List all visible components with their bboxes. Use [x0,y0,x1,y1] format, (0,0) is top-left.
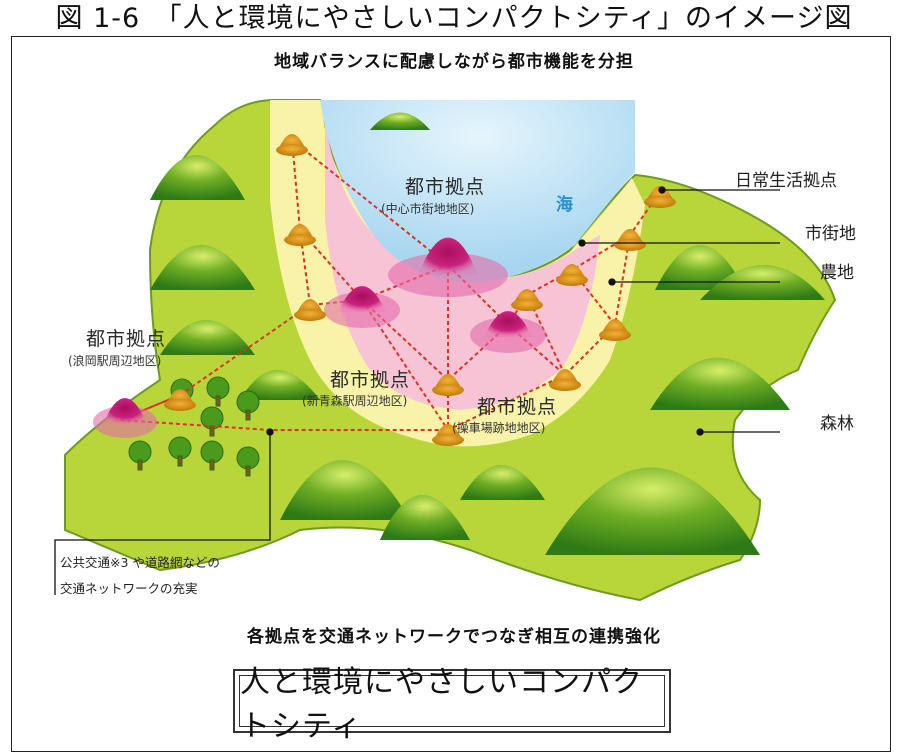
forest-trees [128,376,260,477]
network-note-line2: 交通ネットワークの充実 [60,581,198,596]
network-note: 公共交通※3 や道路網などの 交通ネットワークの充実 [60,550,220,602]
network-note-line1: 公共交通※3 や道路網などの [60,555,220,570]
hub-label-shin-aomori: 都市拠点 [330,369,411,391]
legend-leaders [54,186,780,595]
legend-urban-area: 市街地 [805,224,856,244]
daily-hubs [164,134,676,446]
legend-daily-hub: 日常生活拠点 [735,171,837,191]
slogan-text: 人と環境にやさしいコンパクトシティ [239,665,665,744]
hub-label-sosha: 都市拠点 [477,396,558,418]
sea-area [320,100,635,283]
hub-area-sosha: (操車場跡地地区) [452,421,546,435]
urban-hubs [93,237,546,438]
hub-area-shin-aomori: (新青森駅周辺地区) [302,394,408,408]
legend-forest: 森林 [820,414,854,434]
network-caption: 各拠点を交通ネットワークでつなぎ相互の連携強化 [247,627,661,647]
sea-label: 海 [556,195,573,215]
slogan-box: 人と環境にやさしいコンパクトシティ [233,665,671,744]
forest-mountains [150,112,825,555]
figure-title: 図 1-6 「人と環境にやさしいコンパクトシティ」のイメージ図 [55,3,853,34]
legend-farmland: 農地 [820,263,854,283]
hub-area-central: (中心市街地地区) [381,202,475,216]
hub-label-namioka: 都市拠点 [86,328,167,350]
hub-area-namioka: (浪岡駅周辺地区) [68,354,162,368]
hub-label-central: 都市拠点 [405,176,486,198]
figure-subtitle: 地域バランスに配慮しながら都市機能を分担 [274,52,634,72]
